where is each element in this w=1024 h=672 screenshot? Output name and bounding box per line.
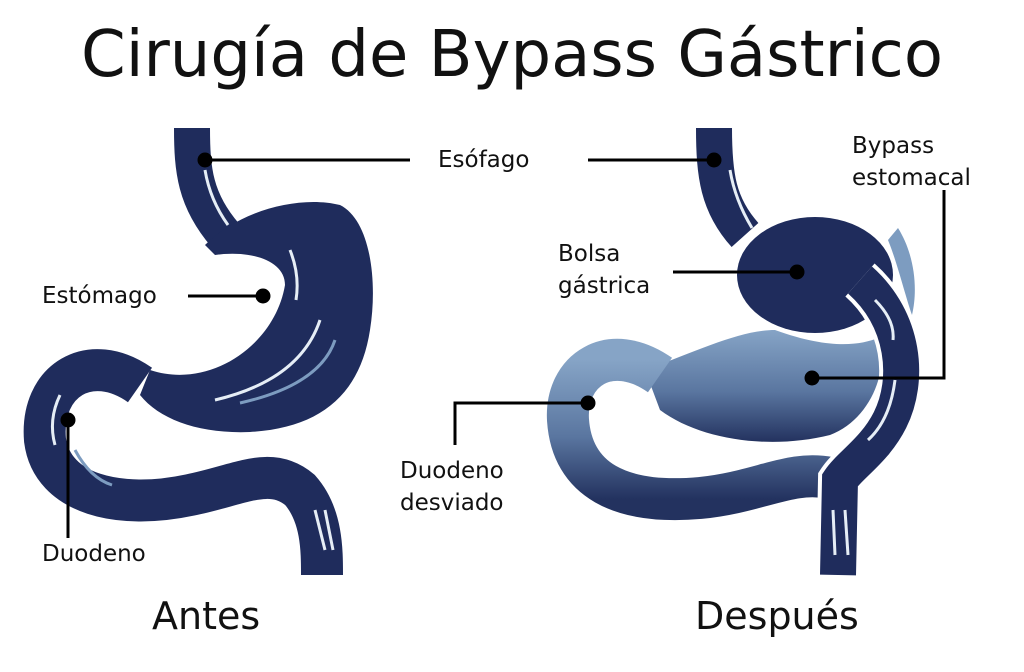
caption-before: Antes bbox=[152, 594, 261, 638]
label-estomago: Estómago bbox=[42, 283, 157, 309]
leader-lines bbox=[60, 152, 946, 538]
label-line: estomacal bbox=[852, 165, 971, 191]
label-bypass-estomacal: Bypass estomacal bbox=[852, 130, 971, 194]
label-line: Bolsa bbox=[558, 241, 621, 267]
label-bolsa-gastrica: Bolsa gástrica bbox=[558, 238, 650, 302]
label-line: gástrica bbox=[558, 273, 651, 299]
label-esofago: Esófago bbox=[438, 147, 530, 173]
label-line: Bypass bbox=[852, 133, 935, 159]
stomach-after bbox=[546, 127, 924, 576]
label-duodeno-desviado: Duodeno desviado bbox=[400, 455, 504, 519]
label-duodeno: Duodeno bbox=[42, 541, 146, 567]
label-line: desviado bbox=[400, 490, 504, 516]
diagram-title: Cirugía de Bypass Gástrico bbox=[81, 18, 943, 92]
stomach-before bbox=[23, 127, 373, 576]
label-line: Duodeno bbox=[400, 458, 504, 484]
caption-after: Después bbox=[695, 594, 859, 638]
